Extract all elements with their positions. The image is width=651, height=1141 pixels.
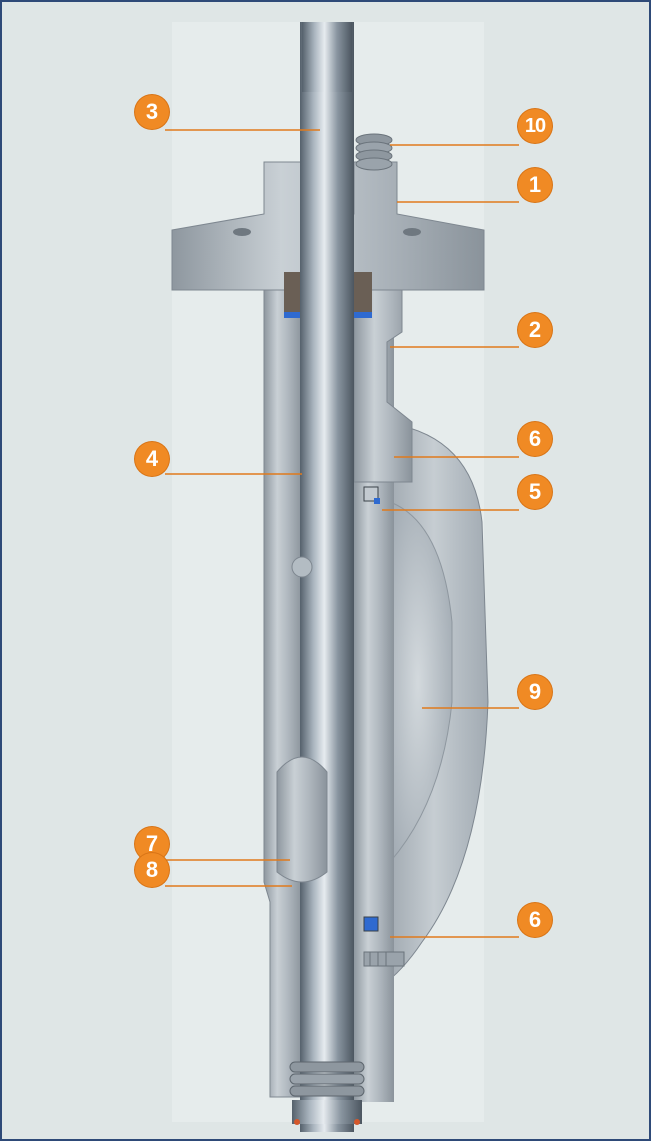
callout-5: 5 (518, 475, 552, 509)
shaft (300, 22, 354, 1132)
flange-bolt-hole-left (233, 228, 251, 236)
shaft-pin (291, 556, 313, 578)
gland-spring (355, 133, 393, 171)
callout-9: 9 (518, 675, 552, 709)
callout-3: 3 (135, 95, 169, 129)
callout-6-lower: 6 (518, 903, 552, 937)
body-left-column (263, 281, 303, 1098)
packing-left (284, 272, 302, 312)
bottom-threads (289, 1061, 365, 1125)
packing-seal-right (354, 312, 372, 318)
seat-seal-lower (363, 916, 379, 932)
callout-1: 1 (518, 168, 552, 202)
disc-inner-face (389, 501, 453, 864)
callout-4: 4 (135, 442, 169, 476)
leader-lines (165, 129, 519, 938)
packing-right (354, 272, 372, 312)
seat-seal-upper-blue (374, 498, 380, 504)
callout-2: 2 (518, 313, 552, 347)
callout-10: 10 (518, 109, 552, 143)
retaining-screw (363, 951, 405, 967)
body-right-shoulder (353, 281, 413, 483)
packing-seal-left (284, 312, 302, 318)
bushing-knob (276, 756, 328, 883)
callout-6-upper: 6 (518, 422, 552, 456)
callout-8: 8 (135, 853, 169, 887)
seat-seal-upper (363, 486, 379, 502)
flange-bolt-hole-right (403, 228, 421, 236)
shaft-top-stub (302, 22, 352, 92)
